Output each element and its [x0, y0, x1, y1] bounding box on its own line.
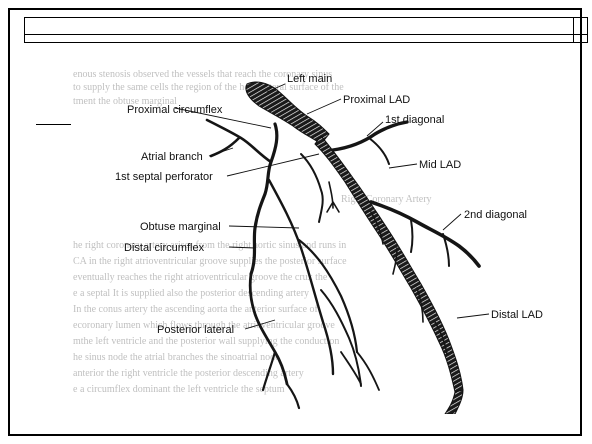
- septal-branches: [327, 182, 339, 212]
- leader-second-diagonal: [443, 214, 461, 230]
- septal-perforator-vessel: [301, 154, 323, 222]
- header-table: [24, 17, 588, 43]
- svg-text:eventually reaches the right a: eventually reaches the right atrioventri…: [73, 272, 328, 283]
- first-diagonal-twig: [369, 138, 389, 164]
- svg-text:e a septal It is supp: e a septal It is supplied also the poste…: [73, 288, 309, 299]
- lad-distal-tip: [445, 390, 463, 414]
- diagonal-branches: [333, 122, 479, 354]
- left-side-rule: [36, 124, 74, 125]
- label-proximal-lad: Proximal LAD: [343, 94, 410, 106]
- label-posterior-lateral: Posterior lateral: [157, 324, 234, 336]
- label-first-septal-perforator: 1st septal perforator: [115, 171, 213, 183]
- label-proximal-circumflex: Proximal circumflex: [127, 104, 223, 116]
- svg-text:mthe left ventricle and the p: mthe left ventricle and the posterior wa…: [73, 336, 339, 347]
- label-left-main: Left main: [287, 73, 332, 85]
- svg-text:e a circumflex dominant: e a circumflex dominant the left ventric…: [73, 384, 285, 395]
- header-table-divider: [25, 34, 587, 35]
- label-distal-circumflex: Distal circumflex: [124, 242, 205, 254]
- label-obtuse-marginal: Obtuse marginal: [140, 221, 221, 233]
- label-first-diagonal: 1st diagonal: [385, 114, 444, 126]
- label-mid-lad: Mid LAD: [419, 159, 461, 171]
- svg-text:In the conus artery the ascend: In the conus artery the ascending aorta …: [73, 304, 319, 315]
- leader-atrial-branch: [209, 148, 233, 156]
- coronary-artery-figure: enous stenosis observed the vessels that…: [71, 52, 577, 414]
- coronary-artery-diagram: enous stenosis observed the vessels that…: [71, 52, 577, 414]
- label-distal-lad: Distal LAD: [491, 309, 543, 321]
- leader-proximal-lad: [307, 99, 341, 114]
- header-table-column-divider: [573, 18, 574, 42]
- svg-text:he sinus node the atrial br: he sinus node the atrial branches the si…: [73, 352, 280, 363]
- label-atrial-branch: Atrial branch: [141, 151, 203, 163]
- second-diagonal-twig: [411, 220, 449, 266]
- first-diagonal-vessel: [333, 122, 407, 150]
- leader-obtuse-marginal: [229, 226, 299, 228]
- label-second-diagonal: 2nd diagonal: [464, 209, 527, 221]
- leader-mid-lad: [389, 164, 417, 168]
- proximal-circumflex-vessel: [251, 124, 277, 274]
- leader-distal-lad: [457, 314, 489, 318]
